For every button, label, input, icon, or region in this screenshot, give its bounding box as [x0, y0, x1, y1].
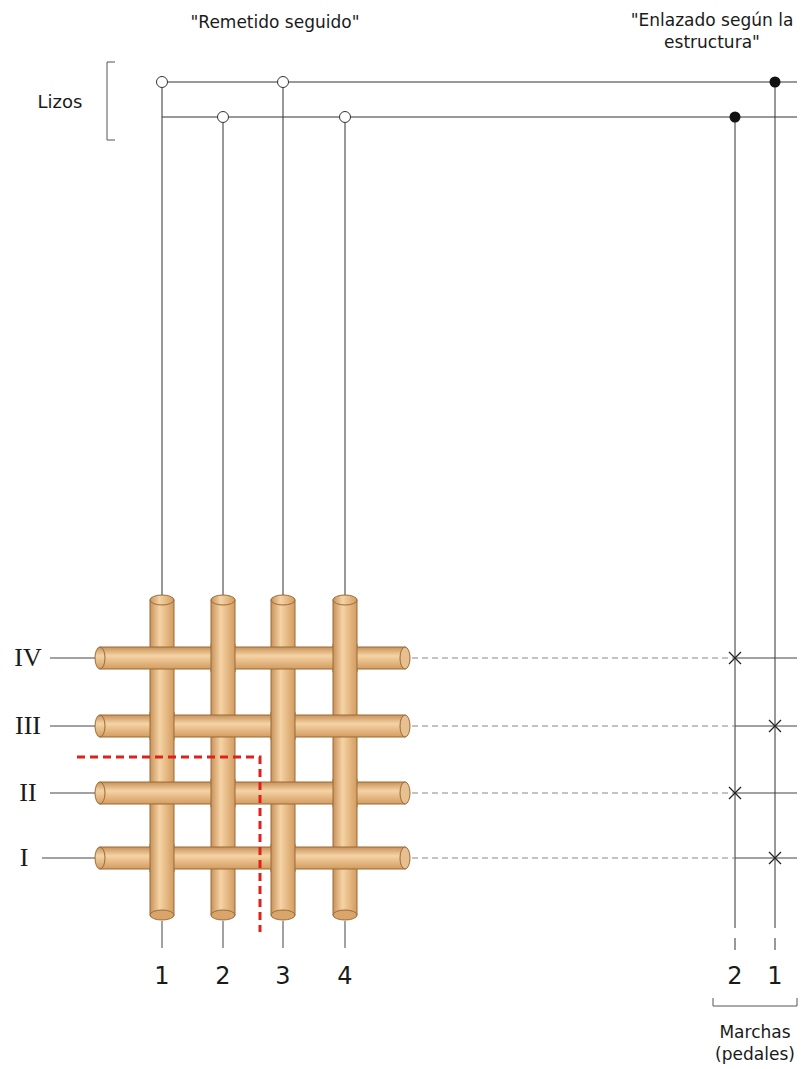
- weft-dashed-line: [412, 658, 735, 858]
- pick-number: I: [20, 841, 29, 875]
- bracket: [713, 998, 797, 1006]
- warp-thread-lines: [162, 88, 345, 598]
- shaft-label: Lizos: [38, 90, 83, 113]
- heading-label: "Enlazado según la estructura": [617, 9, 807, 53]
- treadle-line: [735, 82, 775, 950]
- warp-number: 1: [154, 961, 169, 992]
- bracket: [107, 62, 115, 140]
- pick-number: II: [19, 776, 36, 810]
- treadling-cross: [729, 652, 781, 864]
- heddle-eye: [157, 77, 351, 123]
- heddle-shaft: [162, 117, 797, 118]
- weft-solid-line: [735, 658, 797, 858]
- treadle-caption: Marchas (pedales): [705, 1021, 805, 1065]
- treadle-number: 2: [727, 961, 742, 992]
- pick-number: IV: [14, 641, 41, 675]
- repeat-outline: [77, 757, 260, 932]
- tie-up-dot: [730, 77, 781, 123]
- warp-tick: [162, 921, 345, 948]
- warp-number: 3: [275, 961, 290, 992]
- warp-number: 4: [337, 961, 352, 992]
- warp-number: 2: [215, 961, 230, 992]
- pick-number: III: [15, 709, 41, 743]
- heading-label: "Remetido seguido": [191, 11, 360, 33]
- treadle-number: 1: [767, 961, 782, 992]
- heddle-shaft: [162, 82, 797, 83]
